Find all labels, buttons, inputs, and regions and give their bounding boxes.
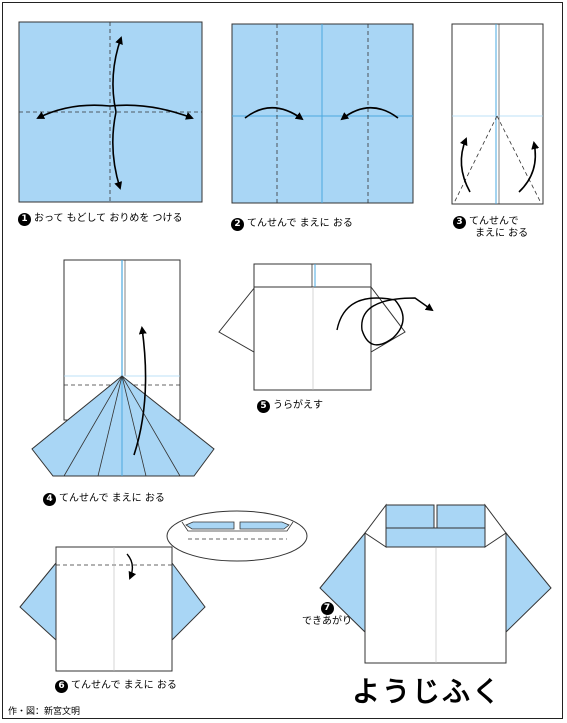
step-3-text-line1: てんせんで — [469, 216, 519, 227]
step-7-body — [364, 532, 507, 664]
step-4-text: てんせんで まえに おる — [59, 493, 165, 504]
step-1-arrow-left — [36, 104, 111, 119]
step-2-figure — [231, 23, 414, 204]
step-6-figure — [19, 510, 308, 672]
step-5-text: うらがえす — [273, 400, 323, 411]
step-5-number: 5 — [257, 400, 270, 413]
step-3-number: 3 — [453, 216, 466, 229]
step-7-collar-left — [385, 504, 435, 529]
step-2-number: 2 — [231, 218, 244, 231]
step-5-turn-over-arrow — [336, 297, 434, 346]
step-2-arrow-left-fold — [244, 107, 304, 121]
step-7-figure — [319, 503, 552, 664]
step-6-number: 6 — [55, 680, 68, 693]
step-4-caption: 4 てんせんで まえに おる — [43, 493, 165, 506]
step-3-caption: 3 てんせんで まえに おる — [453, 216, 528, 240]
step-5-caption: 5 うらがえす — [257, 400, 323, 413]
step-4-number: 4 — [43, 493, 56, 506]
step-5-figure — [218, 263, 434, 391]
step-3-arrow-right — [518, 141, 540, 193]
step-1-caption: 1 おって もどして おりめを つける — [18, 213, 183, 226]
step-1-number: 1 — [18, 213, 31, 226]
step-6-detail-collar-right — [239, 521, 290, 530]
step-6-caption: 6 てんせんで まえに おる — [55, 680, 177, 693]
step-7-right-sleeve — [505, 531, 552, 634]
step-6-detail-oval — [166, 510, 308, 562]
step-6-detail-collar-left — [185, 521, 235, 530]
credit-line: 作・図：新宮文明 — [8, 707, 81, 717]
step-3-text-line2: まえに おる — [475, 228, 529, 239]
step-5-left-sleeve — [218, 285, 256, 353]
step-6-text: てんせんで まえに おる — [71, 680, 177, 691]
step-2-caption: 2 てんせんで まえに おる — [231, 218, 353, 231]
step-7-collar-band — [385, 527, 486, 548]
step-6-right-sleeve — [171, 561, 206, 642]
step-2-arrow-right-fold — [340, 107, 399, 121]
step-3-left-diagonal — [453, 115, 498, 204]
step-1-text: おって もどして おりめを つける — [34, 213, 183, 224]
step-5-right-sleeve — [370, 285, 406, 353]
step-1-arrow-down — [112, 111, 123, 190]
step-7-caption: 7 できあがり — [302, 602, 352, 628]
step-4-arrow-up — [133, 326, 147, 456]
step-4-figure — [31, 259, 215, 477]
step-6-left-sleeve — [19, 561, 57, 642]
step-6-arrow-down — [126, 553, 137, 580]
step-5-body — [253, 286, 372, 391]
step-5-collar — [253, 263, 372, 288]
step-1-figure — [18, 21, 203, 203]
step-3-paper — [451, 23, 544, 205]
step-7-text: できあがり — [302, 616, 352, 627]
step-2-text: てんせんで まえに おる — [247, 218, 353, 229]
step-7-number: 7 — [320, 602, 334, 615]
page-title: ようじふく — [352, 675, 503, 708]
step-3-arrow-left — [459, 137, 471, 193]
step-1-arrow-right — [109, 104, 194, 120]
step-3-figure — [451, 23, 544, 205]
step-7-collar-right — [436, 504, 486, 529]
step-4-blue-flap — [31, 375, 215, 477]
step-3-right-diagonal — [496, 115, 542, 204]
